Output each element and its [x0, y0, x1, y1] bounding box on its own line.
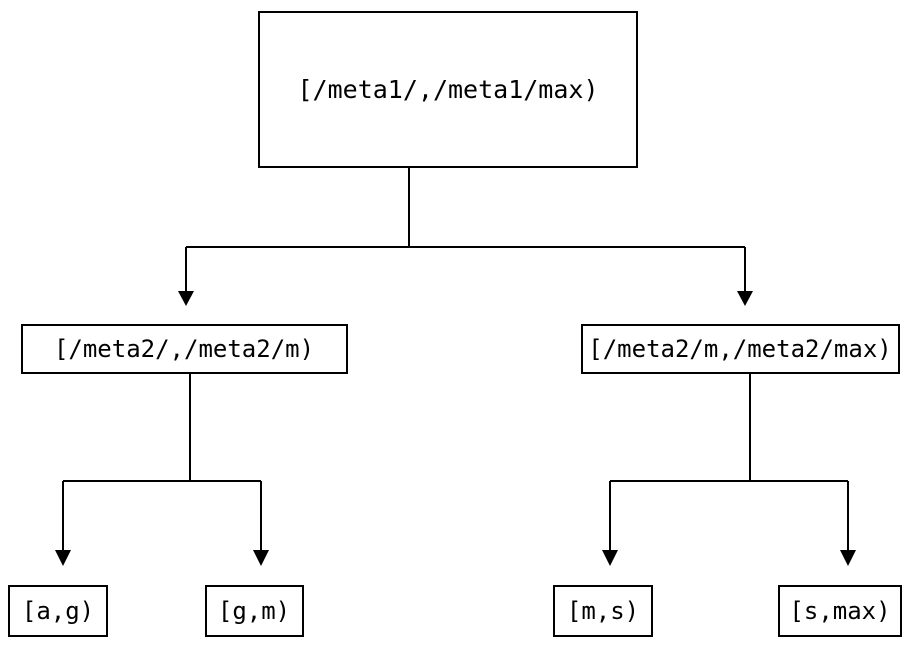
edge-group-mid-right: [602, 374, 856, 566]
edge-group-root: [178, 168, 753, 306]
node-leaf-s-max-box: [778, 585, 902, 637]
arrowhead-to-leaf-m-s-icon: [602, 550, 618, 566]
node-mid-right-box: [581, 324, 900, 374]
arrowhead-to-leaf-a-g-icon: [55, 550, 71, 566]
arrowhead-to-leaf-s-max-icon: [840, 550, 856, 566]
arrowhead-to-leaf-g-m-icon: [253, 550, 269, 566]
node-mid-left-label: [/meta2/,/meta2/m): [54, 335, 314, 363]
node-leaf-a-g-box: [8, 585, 108, 637]
node-mid-left-box: [21, 324, 348, 374]
node-leaf-g-m-label: [g,m): [218, 597, 290, 625]
node-leaf-g-m[interactable]: [g,m): [205, 585, 304, 637]
node-leaf-s-max-label: [s,max): [789, 597, 890, 625]
node-leaf-m-s-box: [553, 585, 653, 637]
node-leaf-a-g[interactable]: [a,g): [8, 585, 108, 637]
arrowhead-root-to-mid-left-icon: [178, 291, 194, 306]
edge-group-mid-left: [55, 374, 269, 566]
node-leaf-a-g-label: [a,g): [22, 597, 94, 625]
node-leaf-m-s-label: [m,s): [567, 597, 639, 625]
node-leaf-g-m-box: [205, 585, 304, 637]
arrowhead-root-to-mid-right-icon: [737, 291, 753, 306]
node-root-box: [258, 11, 638, 168]
node-leaf-m-s[interactable]: [m,s): [553, 585, 653, 637]
node-mid-left[interactable]: [/meta2/,/meta2/m): [21, 324, 348, 374]
node-mid-right[interactable]: [/meta2/m,/meta2/max): [581, 324, 900, 374]
node-leaf-s-max[interactable]: [s,max): [778, 585, 902, 637]
node-root-label: [/meta1/,/meta1/max): [297, 75, 598, 104]
node-mid-right-label: [/meta2/m,/meta2/max): [588, 335, 891, 363]
node-root[interactable]: [/meta1/,/meta1/max): [258, 11, 638, 168]
